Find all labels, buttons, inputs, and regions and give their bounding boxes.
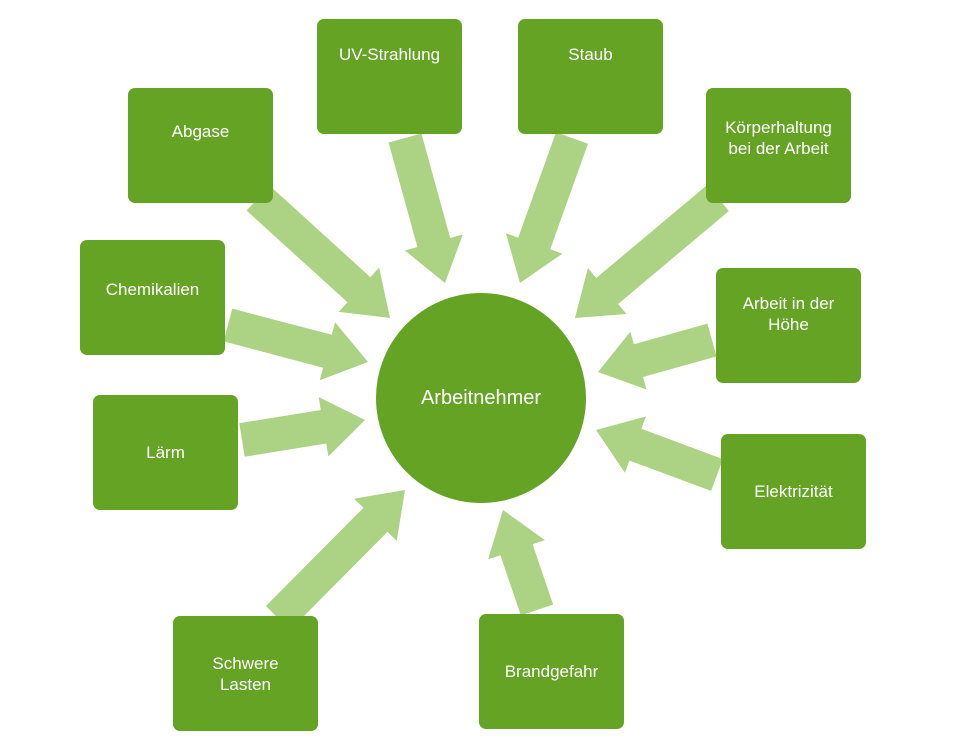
hazard-box-laerm: Lärm <box>93 395 238 510</box>
hazard-label: UV-Strahlung <box>338 45 441 64</box>
hazard-box-chemikalien: Chemikalien <box>80 240 225 355</box>
arrow-staub <box>505 132 588 283</box>
hazard-label: Schwere Lasten <box>212 653 279 694</box>
hazard-box-elektrizitaet: Elektrizität <box>721 434 866 549</box>
hazard-label: Abgase <box>171 122 230 141</box>
arrow-uv-strahlung <box>388 133 463 283</box>
center-node-label: Arbeitnehmer <box>420 386 542 409</box>
arrow-brandgefahr <box>488 510 554 616</box>
arrow-laerm <box>239 397 365 457</box>
center-node-arbeitnehmer: Arbeitnehmer <box>376 293 586 503</box>
arrow-chemikalien <box>223 308 368 381</box>
hazard-box-koerperhaltung: Körperhaltung bei der Arbeit <box>706 88 851 203</box>
hazard-box-staub: Staub <box>518 19 663 134</box>
hazard-label: Lärm <box>146 443 185 462</box>
hazard-label: Staub <box>568 45 613 64</box>
hazard-box-uv-strahlung: UV-Strahlung <box>317 19 462 134</box>
hazard-label: Brandgefahr <box>504 662 599 681</box>
hazard-box-brandgefahr: Brandgefahr <box>479 614 624 729</box>
hazard-box-abgase: Abgase <box>128 88 273 203</box>
arrow-schwere-lasten <box>265 490 405 630</box>
hazard-label: Körperhaltung bei der Arbeit <box>725 117 832 158</box>
hazard-label: Elektrizität <box>754 482 833 501</box>
arrow-hoehe <box>598 323 717 390</box>
hazard-box-arbeit-in-der-hoehe: Arbeit in der Höhe <box>716 268 861 383</box>
arrow-abgase <box>246 185 390 318</box>
arrow-koerperhaltung <box>575 185 729 318</box>
hazard-label: Arbeit in der Höhe <box>742 293 835 334</box>
hazard-label: Chemikalien <box>105 280 200 299</box>
hazard-box-schwere-lasten: Schwere Lasten <box>173 616 318 731</box>
arrow-elektrizitaet <box>596 416 723 491</box>
